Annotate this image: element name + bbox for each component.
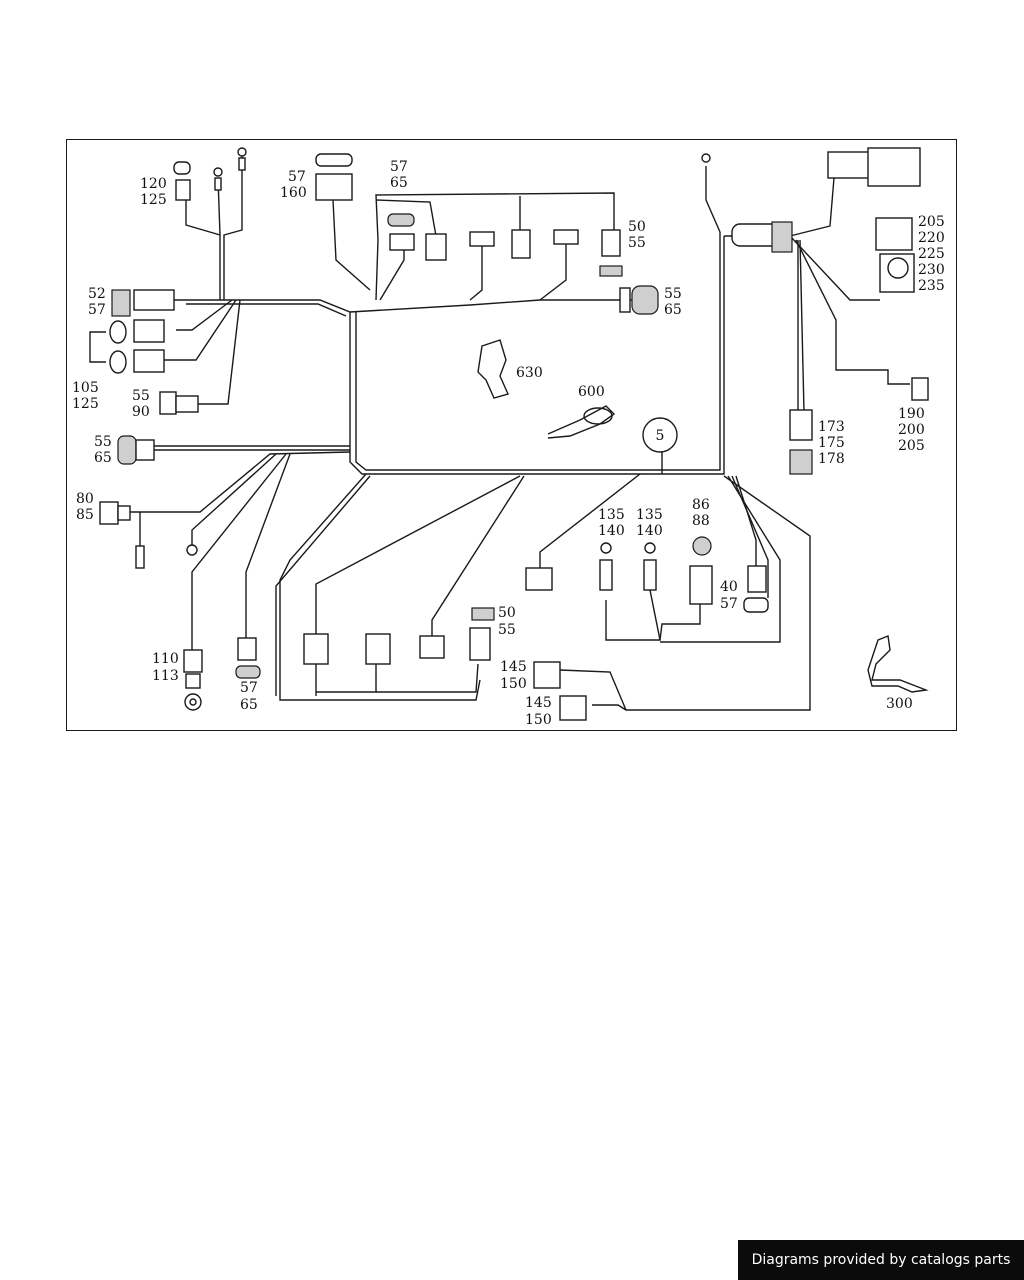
callout-40-57: 40 57 (720, 579, 738, 612)
callout-150: 150 (500, 676, 527, 692)
callout-57: 57 (720, 596, 738, 612)
callout-90: 90 (132, 404, 150, 420)
callout-178: 178 (818, 451, 845, 467)
callout-205: 205 (918, 214, 945, 230)
callout-105: 105 (72, 380, 99, 396)
callout-57: 57 (390, 159, 408, 175)
callout-113: 113 (152, 668, 179, 684)
components (89, 147, 929, 721)
callout-105-125: 105 125 (72, 380, 99, 412)
callout-86-88: 86 88 (692, 497, 710, 529)
callout-55-90: 55 90 (132, 388, 150, 420)
harness-trunk (130, 156, 910, 711)
callout-57: 57 (88, 302, 106, 318)
callout-145: 145 (525, 695, 552, 711)
callout-225: 225 (918, 246, 945, 262)
callout-57: 57 (288, 169, 306, 185)
callout-52: 52 (88, 286, 106, 302)
callout-205-235: 205 220 225 230 235 (918, 214, 945, 294)
callout-50-55-bottom: 50 55 (498, 605, 516, 638)
callout-50-55-top: 50 55 (628, 219, 646, 251)
callout-55: 55 (132, 388, 150, 404)
callout-50: 50 (498, 605, 516, 621)
callout-55: 55 (664, 286, 682, 302)
callout-160: 160 (280, 185, 307, 201)
callout-120: 120 (140, 176, 167, 192)
callout-55: 55 (94, 434, 112, 450)
callout-135: 135 (598, 507, 625, 523)
callout-40: 40 (720, 579, 738, 595)
callout-57-65-bottom: 57 65 (240, 680, 258, 713)
callout-150: 150 (525, 712, 552, 728)
callout-140: 140 (636, 523, 663, 539)
callout-230: 230 (918, 262, 945, 278)
callout-145: 145 (500, 659, 527, 675)
callout-55: 55 (498, 622, 516, 638)
callout-5: 5 (656, 428, 665, 444)
callout-65: 65 (664, 302, 682, 318)
callout-57-160: 57 160 (280, 169, 307, 201)
callout-80: 80 (76, 491, 94, 507)
callout-173-178: 173 175 178 (818, 419, 845, 467)
callout-65: 65 (94, 450, 112, 466)
callout-175: 175 (818, 435, 845, 451)
callout-135-140-a: 135 140 (598, 507, 625, 539)
callout-57: 57 (240, 680, 258, 696)
callout-125: 125 (72, 396, 99, 412)
callout-140: 140 (598, 523, 625, 539)
callout-65: 65 (240, 697, 258, 713)
callout-630: 630 (516, 365, 543, 381)
callout-125: 125 (140, 192, 167, 208)
callout-55-65-right: 55 65 (664, 286, 682, 318)
callout-220: 220 (918, 230, 945, 246)
callout-110: 110 (152, 651, 179, 667)
callout-120-125: 120 125 (140, 176, 167, 208)
callout-50: 50 (628, 219, 646, 235)
callout-190: 190 (898, 406, 925, 422)
callout-200: 200 (898, 422, 925, 438)
callout-85: 85 (76, 507, 94, 523)
callout-235: 235 (918, 278, 945, 294)
callout-190-205: 190 200 205 (898, 406, 925, 454)
callout-88: 88 (692, 513, 710, 529)
callout-135: 135 (636, 507, 663, 523)
callout-55-65-left: 55 65 (94, 434, 112, 466)
callout-135-140-b: 135 140 (636, 507, 663, 539)
callout-65: 65 (390, 175, 408, 191)
footer-credit-badge: Diagrams provided by catalogs parts (738, 1240, 1024, 1280)
callout-173: 173 (818, 419, 845, 435)
callout-52-57: 52 57 (88, 286, 106, 318)
callout-80-85: 80 85 (76, 491, 94, 523)
callout-55: 55 (628, 235, 646, 251)
callout-300: 300 (886, 696, 913, 712)
callout-110-113: 110 113 (152, 651, 179, 684)
callout-145-150-a: 145 150 (500, 659, 527, 692)
callout-145-150-b: 145 150 (525, 695, 552, 728)
callout-600: 600 (578, 384, 605, 400)
diagram-frame (66, 139, 957, 731)
callout-86: 86 (692, 497, 710, 513)
callout-57-65-top: 57 65 (390, 159, 408, 191)
callout-205: 205 (898, 438, 925, 454)
